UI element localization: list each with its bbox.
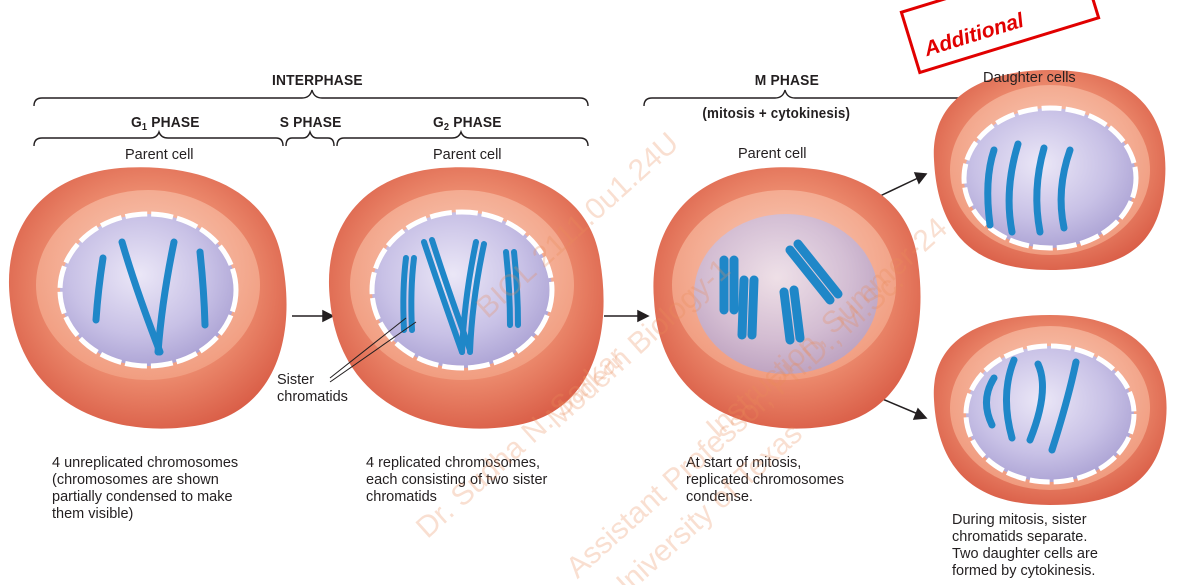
caption-daughter-line: During mitosis, sister [952, 512, 1087, 528]
sister-label-line1: Sister [277, 372, 315, 388]
arrow-to-daughter-bottom-head [912, 407, 928, 420]
g1-subscript: 1 [141, 122, 148, 133]
s-bracket [285, 129, 335, 147]
m-phase-header: M PHASE [754, 72, 819, 89]
caption-g1-line: them visible) [52, 506, 134, 522]
caption-g2-line: 4 replicated chromosomes, [366, 455, 541, 471]
arrows [292, 172, 928, 420]
chromosomes-g1 [92, 238, 209, 356]
caption-g2: 4 replicated chromosomes, each consistin… [366, 455, 547, 506]
daughter-cell-bottom [933, 315, 1167, 505]
cell-g1 [8, 167, 287, 429]
m-phase-detail: (mitosis + cytokinesis) [702, 106, 851, 122]
cell-m-phase [653, 167, 921, 429]
chromosomes-m-phase [719, 239, 843, 345]
arrow-g1-to-g2-head [322, 309, 335, 323]
caption-daughter-line: formed by cytokinesis. [952, 563, 1096, 579]
parent-cell-label-g1: Parent cell [125, 147, 194, 163]
parent-cell-label-m: Parent cell [738, 146, 807, 162]
caption-g1: 4 unreplicated chromosomes (chromosomes … [52, 455, 238, 523]
g1-phase-header: G1 PHASE [131, 114, 200, 133]
nucleus-g1 [57, 211, 239, 369]
interphase-header: INTERPHASE [271, 72, 363, 89]
chromosomes-daughter-top [984, 140, 1074, 236]
g1-letter: G [130, 114, 142, 131]
g2-phase-header: G2 PHASE [433, 114, 502, 133]
g1-bracket [33, 129, 284, 147]
caption-g1-line: partially condensed to make [52, 489, 233, 505]
arrow-to-daughter-bottom [879, 397, 919, 415]
g2-suffix: PHASE [449, 114, 502, 131]
cell-g2 [328, 167, 604, 429]
chromosomes-g2 [400, 237, 521, 355]
caption-m-line: replicated chromosomes [686, 472, 844, 488]
caption-m-line: At start of mitosis, [686, 455, 802, 471]
arrow-to-daughter-top [879, 177, 919, 197]
chromosomes-daughter-bottom [983, 356, 1080, 454]
daughter-cells-label: Daughter cells [983, 70, 1076, 86]
arrow-to-daughter-top-head [913, 172, 928, 185]
caption-g2-line: chromatids [366, 489, 437, 505]
caption-daughter-line: chromatids separate. [952, 529, 1088, 545]
daughter-cell-top [933, 70, 1166, 270]
parent-cell-label-g2: Parent cell [433, 147, 502, 163]
g1-suffix: PHASE [147, 114, 200, 131]
sister-label-line2: chromatids [277, 389, 348, 405]
g2-letter: G [432, 114, 444, 131]
caption-g1-line: 4 unreplicated chromosomes [52, 455, 239, 471]
caption-m-line: condense. [686, 489, 753, 505]
caption-g1-line: (chromosomes are shown [52, 472, 219, 488]
caption-g2-line: each consisting of two sister [366, 472, 548, 488]
s-phase-header: S PHASE [279, 114, 342, 131]
g2-subscript: 2 [443, 122, 450, 133]
caption-daughter: During mitosis, sister chromatids separa… [952, 512, 1098, 580]
caption-daughter-line: Two daughter cells are [952, 546, 1098, 562]
g2-bracket [336, 129, 589, 147]
arrow-g2-to-m-head [637, 309, 650, 323]
sister-chromatids-pointer [329, 317, 417, 383]
caption-m: At start of mitosis, replicated chromoso… [686, 455, 844, 506]
interphase-bracket [33, 89, 589, 107]
